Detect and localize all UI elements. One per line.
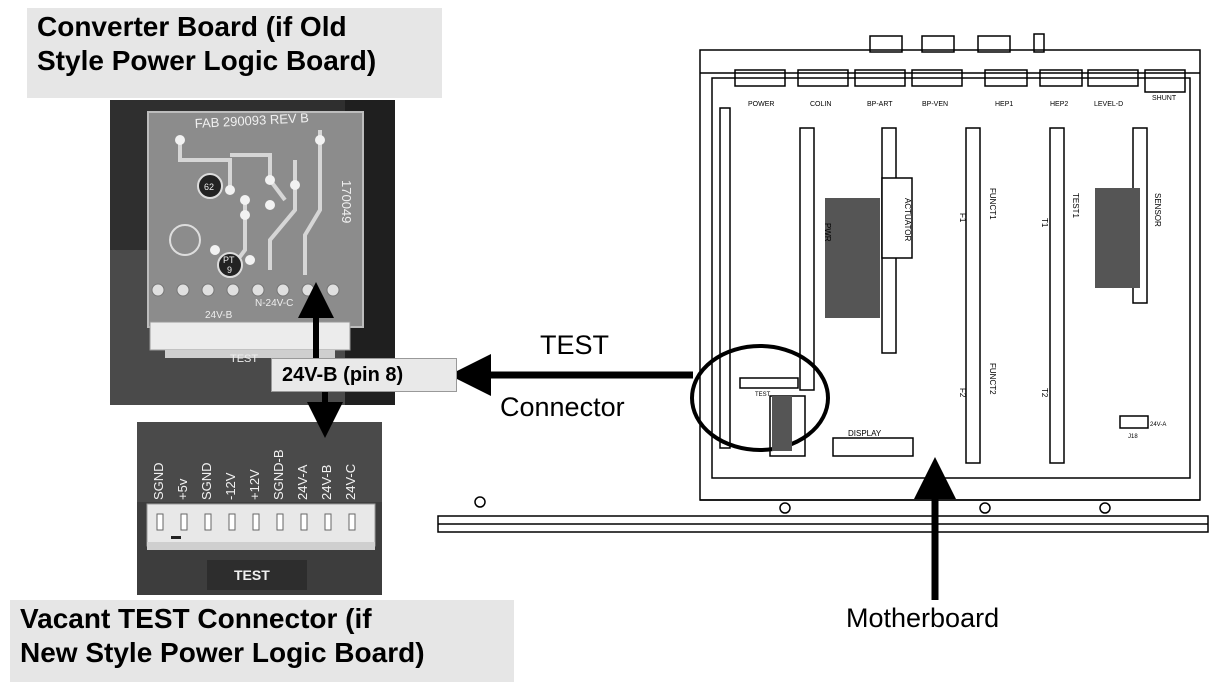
mb-top-label-hep2: HEP2 [1050, 101, 1068, 108]
mb-top-label-level-d: LEVEL-D [1094, 101, 1123, 108]
mb-slot-funct1: FUNCT1 [988, 188, 997, 220]
pin-label-prefix: 24V- [282, 364, 323, 386]
mb-jumper-sub-label: J18 [1128, 434, 1138, 440]
mb-slot-f1: F1 [958, 213, 967, 223]
pin-label-suffix: (pin 8) [338, 364, 404, 386]
motherboard-drawing: POWER COLIN BP-ART BP-VEN HEP1 HEP2 LEVE… [430, 28, 1211, 548]
mb-top-label-colin: COLIN [810, 101, 831, 108]
mb-slot-sensor: SENSOR [1153, 193, 1162, 227]
mb-top-label-bp-art: BP-ART [867, 101, 893, 108]
mb-display-label: DISPLAY [848, 429, 882, 438]
motherboard-label: Motherboard [846, 603, 999, 634]
mb-top-label-hep1: HEP1 [995, 101, 1013, 108]
mb-jumper-label: 24V-A [1150, 422, 1166, 428]
mb-slot-f2: F2 [958, 388, 967, 398]
mb-slot-pwr: PWR [823, 223, 832, 242]
mb-top-label-bp-ven: BP-VEN [922, 101, 948, 108]
mb-slot-t1: T1 [1040, 218, 1049, 228]
mb-slot-test1: TEST1 [1071, 193, 1080, 218]
mb-top-label-power: POWER [748, 101, 774, 108]
pin-label-bold: B [323, 364, 337, 386]
mb-test-label: TEST [755, 392, 771, 398]
mb-top-label-shunt: SHUNT [1152, 95, 1177, 102]
mb-slot-actuator: ACTUATOR [903, 198, 912, 241]
mb-slot-t2: T2 [1040, 388, 1049, 398]
mb-slot-funct2: FUNCT2 [988, 363, 997, 395]
